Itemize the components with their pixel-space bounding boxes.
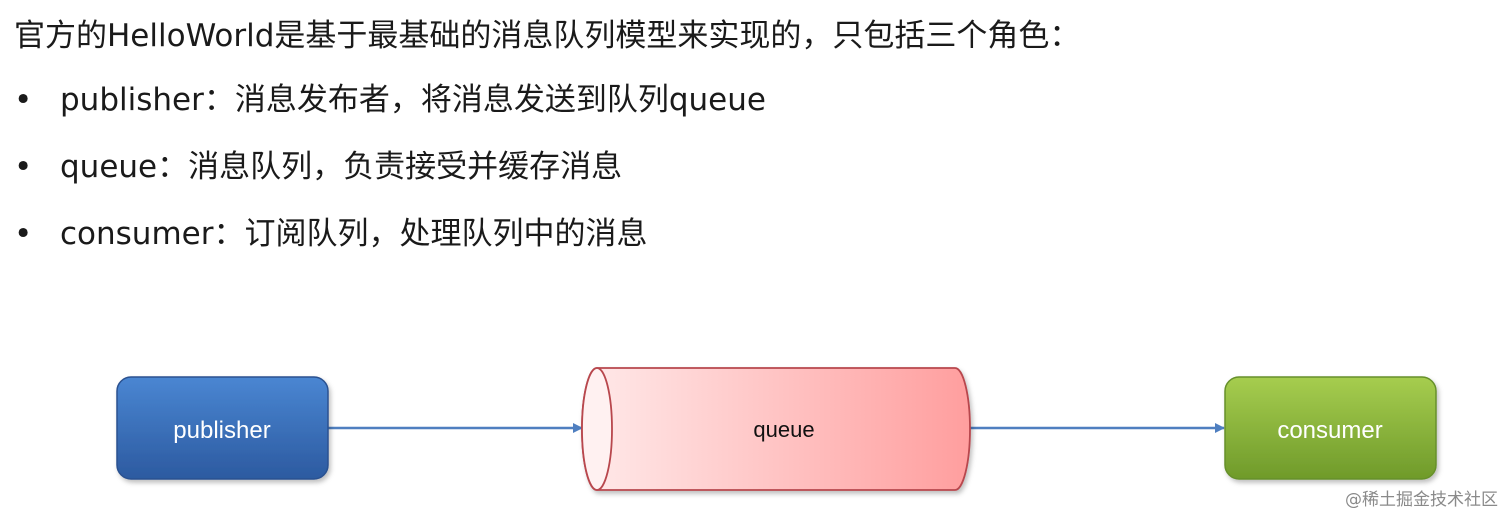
consumer-node: consumer (1224, 376, 1437, 480)
consumer-label: consumer (1277, 417, 1382, 444)
publisher-node: publisher (116, 376, 329, 480)
publisher-label: publisher (173, 417, 270, 444)
queue-node: queue (581, 367, 971, 491)
bullet-marker: • (14, 216, 33, 252)
role-description: consumer：订阅队列，处理队列中的消息 (60, 216, 648, 252)
role-description: queue：消息队列，负责接受并缓存消息 (60, 149, 623, 185)
watermark: @稀土掘金技术社区 (1345, 490, 1498, 510)
role-description: publisher：消息发布者，将消息发送到队列queue (60, 82, 766, 118)
bullet-marker: • (14, 82, 33, 118)
queue-label: queue (753, 417, 814, 442)
bullet-marker: • (14, 149, 33, 185)
intro-text: 官方的HelloWorld是基于最基础的消息队列模型来实现的，只包括三个角色： (14, 18, 1081, 54)
